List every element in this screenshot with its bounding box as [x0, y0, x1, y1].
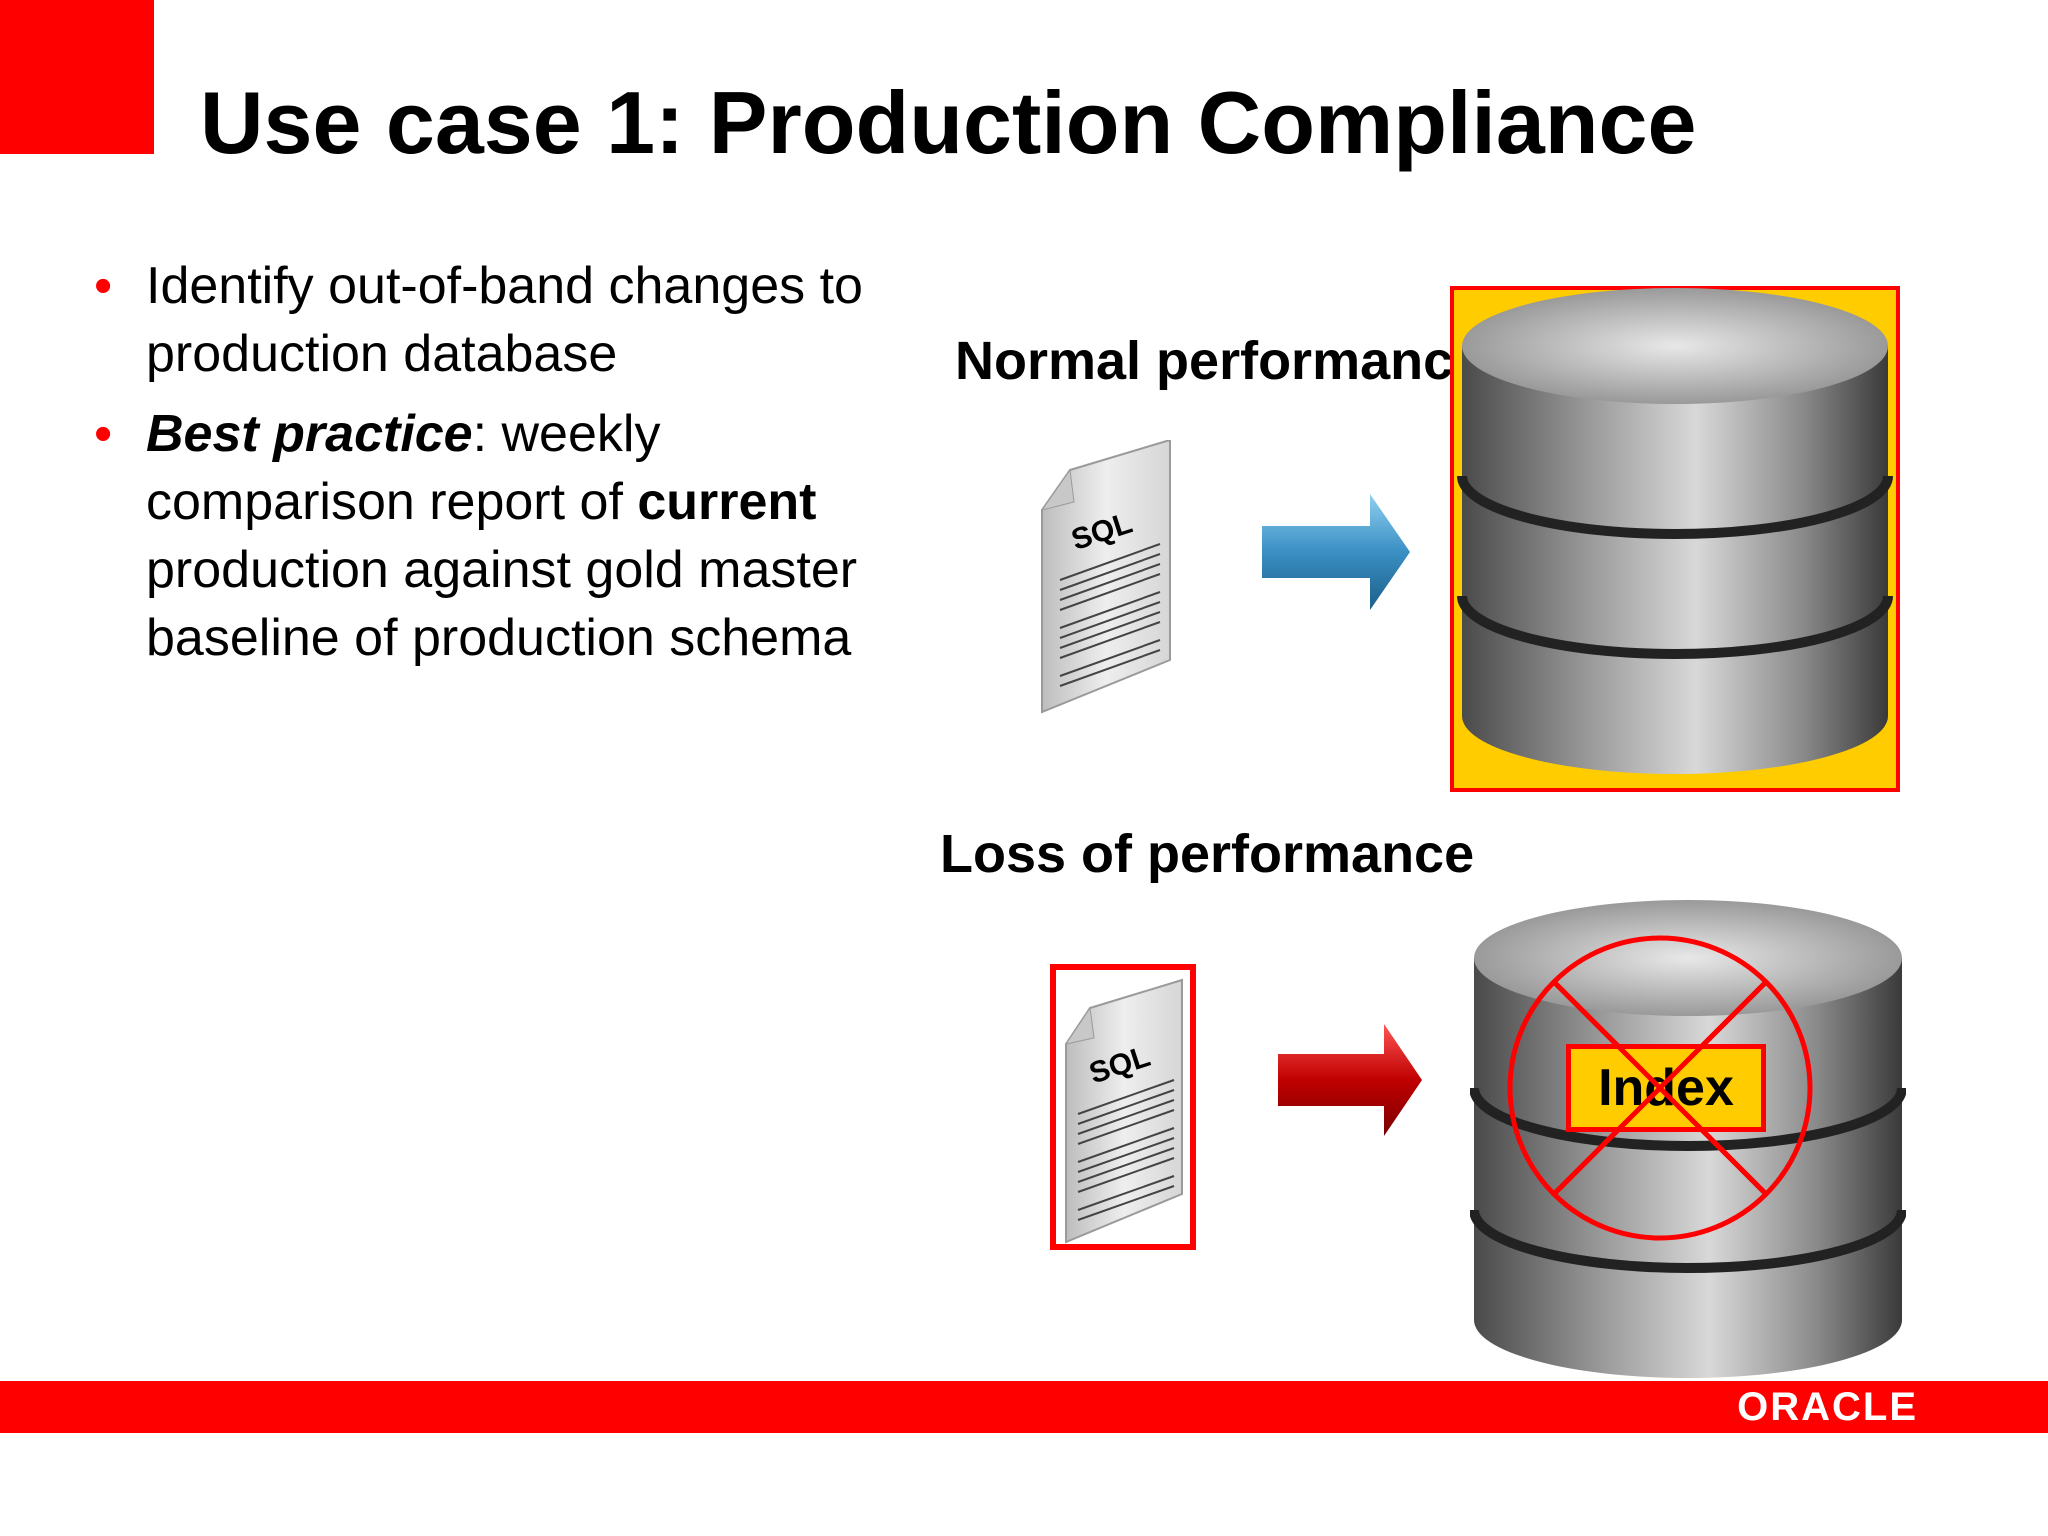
- bullet-list: • Identify out-of-band changes to produc…: [94, 252, 914, 684]
- bullet-lead: Best practice: [146, 405, 473, 463]
- footer-bar: [0, 1381, 2048, 1433]
- oracle-logo: ORACLE: [1737, 1385, 1918, 1429]
- slide-title: Use case 1: Production Compliance: [200, 73, 1697, 172]
- bullet-item-2: • Best practice: weekly comparison repor…: [94, 400, 914, 672]
- database-healthy-icon: [1450, 286, 1900, 792]
- blue-arrow-icon: [1262, 494, 1410, 610]
- corner-accent: [0, 0, 154, 154]
- sql-document-flagged-icon: SQL: [1050, 964, 1196, 1250]
- bullet-item-1: • Identify out-of-band changes to produc…: [94, 252, 914, 388]
- red-arrow-icon: [1278, 1024, 1422, 1136]
- bullet-dot: •: [94, 257, 113, 315]
- database-degraded-icon: [1470, 900, 1906, 1378]
- bullet-text: : weekly comparison report of: [146, 405, 661, 531]
- normal-performance-caption: Normal performance: [955, 331, 1484, 391]
- bullet-text: production against gold master baseline …: [146, 541, 858, 667]
- bullet-dot: •: [94, 405, 113, 463]
- bullet-text: Identify out-of-band changes to producti…: [146, 257, 863, 383]
- sql-document-icon: SQL: [1040, 440, 1171, 714]
- bullet-emphasis: current: [637, 473, 817, 531]
- loss-performance-caption: Loss of performance: [940, 824, 1475, 884]
- index-label: Index: [1566, 1044, 1766, 1132]
